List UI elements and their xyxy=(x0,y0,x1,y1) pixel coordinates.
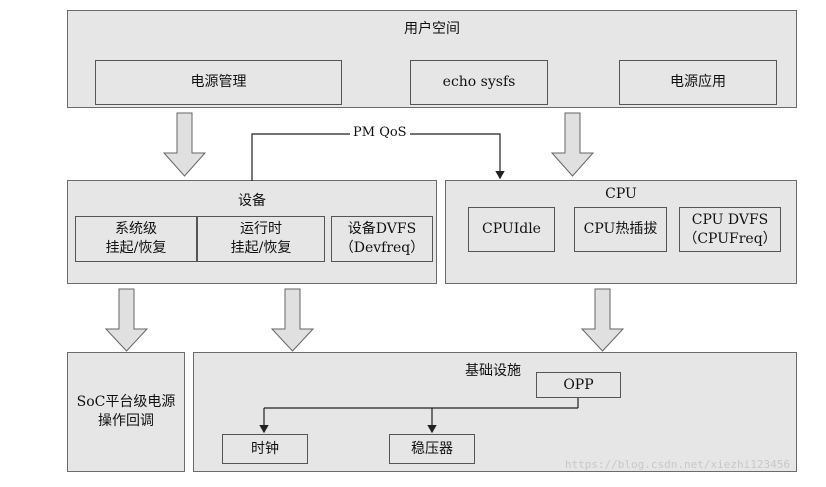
pm-qos-label: PM QoS xyxy=(350,125,410,140)
cpu-dvfs-box: CPU DVFS （CPUFreq） xyxy=(679,207,781,252)
runtime-suspend-box: 运行时 挂起/恢复 xyxy=(197,216,325,262)
user-space-title: 用户空间 xyxy=(404,21,460,37)
cpuidle-box: CPUIdle xyxy=(468,207,555,252)
block-arrow-runtime-to-infrastructure xyxy=(270,288,315,352)
device-dvfs-box: 设备DVFS （Devfreq） xyxy=(331,216,433,262)
runtime-suspend-line1: 运行时 xyxy=(240,221,282,237)
soc-panel xyxy=(67,352,185,472)
runtime-suspend-line2: 挂起/恢复 xyxy=(230,240,292,256)
system-suspend-line2: 挂起/恢复 xyxy=(105,240,167,256)
soc-line1: SoC平台级电源 xyxy=(76,394,176,410)
echo-sysfs-box: echo sysfs xyxy=(410,60,548,105)
cpu-hotplug-label: CPU热插拔 xyxy=(583,221,658,237)
infrastructure-title: 基础设施 xyxy=(465,363,521,379)
cpuidle-label: CPUIdle xyxy=(482,221,541,237)
power-management-label: 电源管理 xyxy=(190,74,247,90)
pm-qos-line xyxy=(251,133,505,181)
regulator-label: 稳压器 xyxy=(411,440,453,457)
clock-box: 时钟 xyxy=(222,434,308,464)
system-suspend-line1: 系统级 xyxy=(115,221,157,237)
system-suspend-box: 系统级 挂起/恢复 xyxy=(75,216,197,262)
watermark-url: https://blog.csdn.net/xiezhi123456 xyxy=(564,458,790,471)
power-apps-label: 电源应用 xyxy=(670,74,726,90)
cpu-title: CPU xyxy=(605,186,637,202)
block-arrow-power-mgmt-to-devices xyxy=(162,112,207,177)
cpu-dvfs-line2: （CPUFreq） xyxy=(683,230,777,247)
regulator-box: 稳压器 xyxy=(389,434,475,464)
power-management-box: 电源管理 xyxy=(95,60,342,105)
soc-line2: 操作回调 xyxy=(97,413,154,429)
clock-label: 时钟 xyxy=(251,440,279,457)
soc-callbacks-box: SoC平台级电源 操作回调 xyxy=(67,352,185,472)
opp-box: OPP xyxy=(536,372,621,398)
opp-label: OPP xyxy=(563,376,594,393)
echo-sysfs-label: echo sysfs xyxy=(442,74,516,90)
power-apps-box: 电源应用 xyxy=(619,60,777,105)
block-arrow-system-to-soc xyxy=(104,288,149,352)
device-dvfs-line2: （Devfreq） xyxy=(339,240,425,256)
cpu-hotplug-box: CPU热插拔 xyxy=(574,207,667,252)
block-arrow-power-apps-to-cpu xyxy=(550,112,595,177)
device-dvfs-line1: 设备DVFS xyxy=(347,221,417,237)
block-arrow-cpu-to-infrastructure xyxy=(580,288,625,352)
devices-title: 设备 xyxy=(238,193,266,209)
cpu-dvfs-line1: CPU DVFS xyxy=(691,211,769,228)
